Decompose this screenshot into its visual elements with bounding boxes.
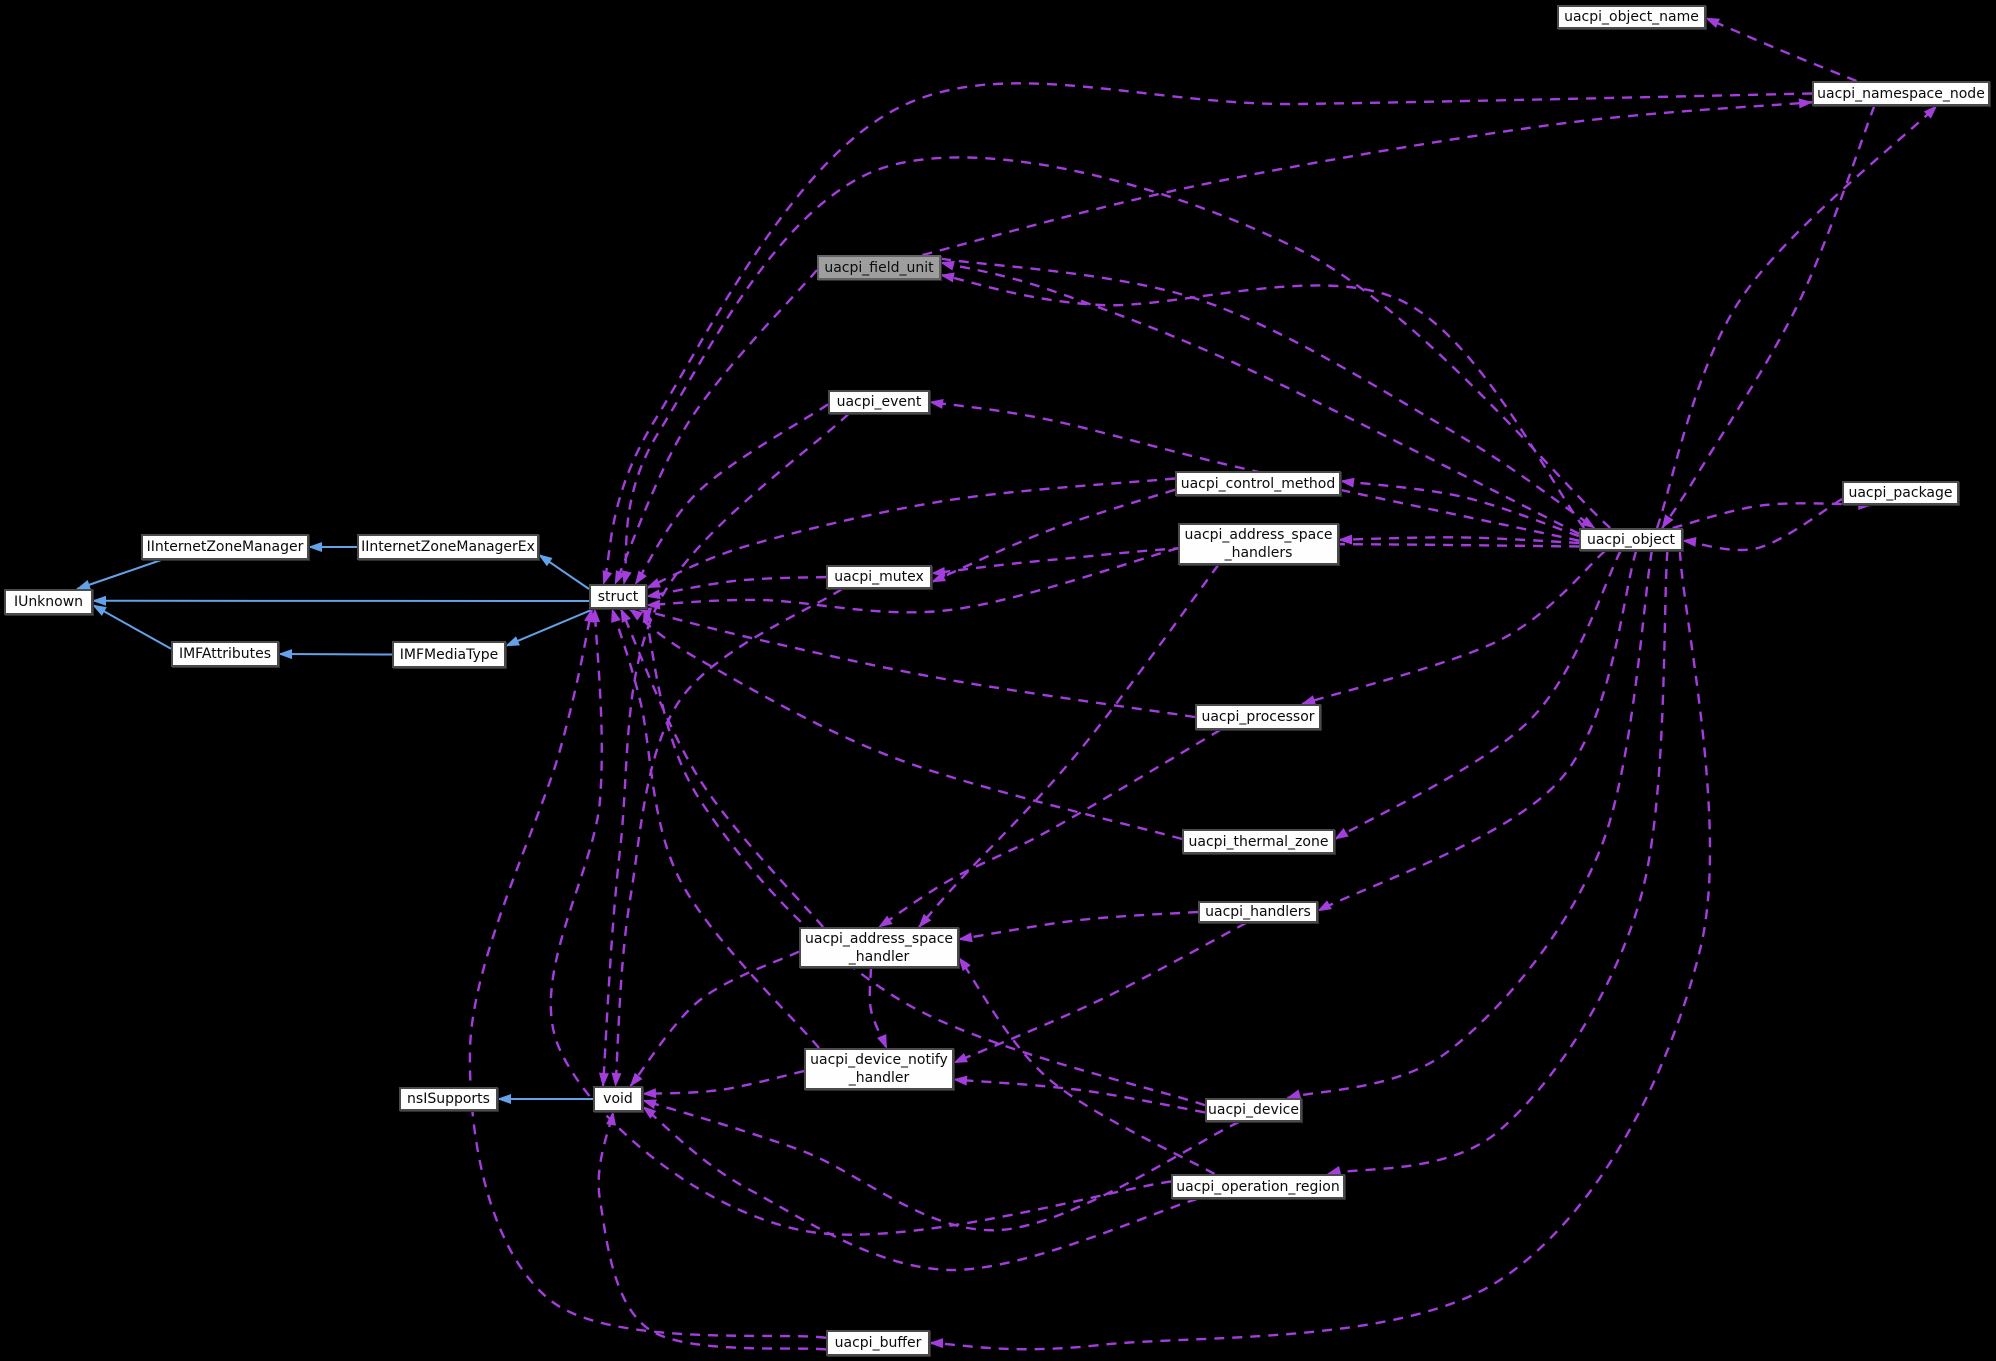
edge-object-processor bbox=[1301, 550, 1606, 706]
node-as_handler[interactable]: uacpi_address_space _handler bbox=[799, 927, 959, 968]
node-struct[interactable]: struct bbox=[589, 584, 647, 609]
edge-device-notify_handler bbox=[953, 1075, 1206, 1114]
edge-device-struct bbox=[642, 608, 1206, 1107]
edge-package-object bbox=[1682, 497, 1843, 552]
edge-object-device bbox=[1286, 550, 1653, 1100]
node-namespace_node[interactable]: uacpi_namespace_node bbox=[1812, 81, 1990, 106]
node-event[interactable]: uacpi_event bbox=[828, 390, 930, 414]
edge-object-namespace_node bbox=[1655, 105, 1938, 529]
node-package[interactable]: uacpi_package bbox=[1842, 481, 1959, 505]
node-izmex[interactable]: IInternetZoneManagerEx bbox=[357, 534, 539, 560]
edge-imfmedia-imfattr bbox=[278, 649, 393, 660]
node-object_name[interactable]: uacpi_object_name bbox=[1557, 5, 1706, 29]
node-nsisupports[interactable]: nsISupports bbox=[399, 1087, 498, 1111]
edge-field_unit-struct bbox=[614, 269, 818, 585]
edge-control_method-mutex bbox=[931, 488, 1176, 583]
edge-struct-izmex bbox=[538, 553, 590, 590]
edge-handlers-as_handler bbox=[958, 910, 1199, 943]
node-processor[interactable]: uacpi_processor bbox=[1195, 704, 1321, 730]
edge-op_region-void bbox=[642, 1105, 1198, 1272]
node-thermal[interactable]: uacpi_thermal_zone bbox=[1182, 829, 1335, 854]
edge-buffer-void bbox=[597, 1111, 827, 1351]
node-void[interactable]: void bbox=[593, 1086, 643, 1112]
edge-as_handler-void bbox=[629, 950, 800, 1087]
edge-object-as_handlers bbox=[1338, 534, 1580, 545]
edge-object-thermal bbox=[1334, 550, 1622, 841]
edge-notify_handler-struct bbox=[611, 608, 820, 1049]
edge-field_unit-namespace_node bbox=[922, 98, 1813, 257]
node-field_unit[interactable]: uacpi_field_unit bbox=[817, 255, 941, 280]
node-as_handlers[interactable]: uacpi_address_space _handlers bbox=[1178, 523, 1339, 565]
node-imfattr[interactable]: IMFAttributes bbox=[171, 641, 279, 667]
edge-field_unit-object bbox=[940, 257, 1596, 529]
edge-object-field_unit bbox=[940, 260, 1580, 535]
edge-object-control_method bbox=[1340, 477, 1580, 538]
node-op_region[interactable]: uacpi_operation_region bbox=[1171, 1174, 1345, 1199]
edge-op_region-as_handler bbox=[958, 956, 1216, 1176]
node-object[interactable]: uacpi_object bbox=[1579, 528, 1683, 551]
node-handlers[interactable]: uacpi_handlers bbox=[1198, 901, 1318, 923]
edge-thermal-struct bbox=[628, 608, 1183, 841]
edge-struct-imfmedia bbox=[505, 608, 595, 647]
edge-buffer-struct bbox=[468, 608, 827, 1339]
node-control_method[interactable]: uacpi_control_method bbox=[1175, 471, 1341, 496]
edge-mutex-void bbox=[611, 588, 843, 1087]
edge-notify_handler-void bbox=[642, 1069, 805, 1099]
edge-namespace_node-struct bbox=[602, 82, 1813, 585]
edge-namespace_node-object_name bbox=[1705, 17, 1857, 83]
edge-object-package bbox=[1672, 499, 1873, 530]
node-buffer[interactable]: uacpi_buffer bbox=[826, 1330, 930, 1356]
edge-imfattr-iunknown bbox=[92, 604, 172, 650]
edge-as_handlers-as_handler bbox=[918, 564, 1220, 928]
edge-object-struct bbox=[621, 156, 1612, 585]
edge-event-void bbox=[598, 413, 850, 1087]
edge-event-struct bbox=[634, 403, 829, 585]
edge-as_handler-notify_handler bbox=[868, 967, 888, 1049]
edge-mutex-struct bbox=[646, 575, 827, 600]
node-izm[interactable]: IInternetZoneManager bbox=[141, 534, 309, 560]
edge-izm-iunknown bbox=[76, 559, 162, 590]
edge-namespace_node-object bbox=[1661, 105, 1876, 529]
edge-object-field_unit bbox=[940, 272, 1586, 529]
edge-object-handlers bbox=[1317, 550, 1638, 912]
edge-processor-struct bbox=[637, 607, 1196, 719]
node-notify_handler[interactable]: uacpi_device_notify _handler bbox=[804, 1048, 954, 1090]
edge-processor-as_handler bbox=[878, 728, 1221, 929]
edge-op_region-struct bbox=[549, 608, 1172, 1236]
node-imfmedia[interactable]: IMFMediaType bbox=[392, 641, 506, 668]
edge-handlers-notify_handler bbox=[953, 921, 1247, 1064]
node-device[interactable]: uacpi_device bbox=[1205, 1098, 1302, 1122]
edge-object-op_region bbox=[1326, 550, 1669, 1176]
node-iunknown[interactable]: IUnknown bbox=[4, 589, 93, 615]
edge-device-void bbox=[642, 1099, 1240, 1232]
node-mutex[interactable]: uacpi_mutex bbox=[826, 565, 932, 589]
edge-object-event bbox=[929, 398, 1580, 542]
edge-object-buffer bbox=[929, 550, 1712, 1351]
